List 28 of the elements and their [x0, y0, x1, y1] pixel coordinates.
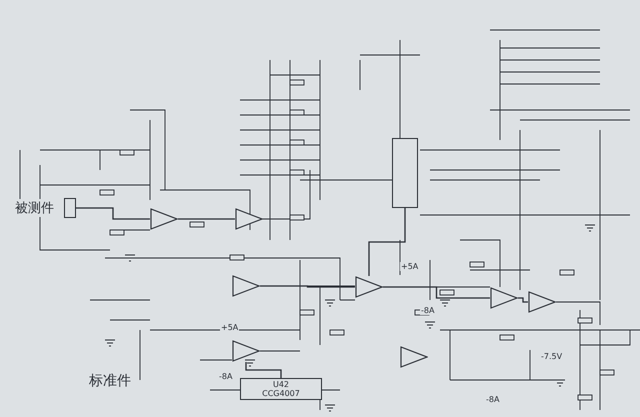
- component-box: [64, 198, 76, 218]
- wire: [178, 218, 235, 220]
- op-amp-symbol: [528, 291, 556, 313]
- component-label: 标准件: [88, 372, 132, 390]
- op-amp-symbol: [490, 287, 518, 309]
- wire: [245, 362, 282, 378]
- supply-label: -8A: [485, 395, 500, 404]
- chip-box: [240, 378, 322, 400]
- op-amp-symbol: [150, 208, 178, 230]
- component-box: [392, 138, 418, 208]
- op-amp-symbol: [232, 275, 260, 297]
- wire: [383, 286, 490, 299]
- supply-label: -8A: [420, 306, 436, 315]
- component-label: 被测件: [14, 199, 55, 217]
- chip-label: U42: [272, 380, 290, 389]
- op-amp-symbol: [400, 346, 428, 368]
- supply-label: -8A: [218, 372, 234, 381]
- supply-label: +5A: [220, 323, 240, 332]
- supply-label: -7.5V: [540, 352, 564, 361]
- wire: [76, 207, 150, 220]
- op-amp-symbol: [355, 276, 383, 298]
- wire: [260, 285, 355, 288]
- supply-label: +5A: [400, 262, 420, 271]
- op-amp-symbol: [235, 208, 263, 230]
- wire: [368, 208, 406, 276]
- chip-label: CCG4007: [262, 389, 300, 398]
- op-amp-symbol: [232, 340, 260, 362]
- wire: [518, 297, 528, 303]
